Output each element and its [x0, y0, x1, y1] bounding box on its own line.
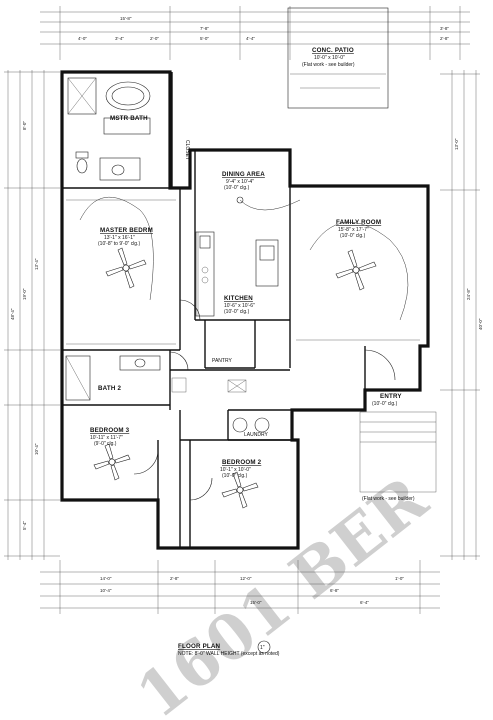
interior-walls — [62, 72, 366, 548]
ceiling-fan-icon — [221, 471, 259, 509]
entry-name: ENTRY — [380, 393, 402, 400]
dim-bottom-5: 15'-0" — [250, 600, 262, 605]
bedroom2-clg: (10'-0" clg.) — [222, 473, 248, 479]
dim-bottom-4: 10'-4" — [100, 588, 112, 593]
master-bedroom: MASTER BEDRM 13'-1" x 16'-1" (10'-8" to … — [66, 196, 176, 345]
exterior-walls — [60, 70, 430, 550]
dim-bottom-7: 1'-0" — [395, 576, 404, 581]
dim-bottom-3: 12'-0" — [240, 576, 252, 581]
master-bedroom-size: 13'-1" x 16'-1" — [104, 235, 135, 241]
dining-area: DINING AREA 9'-4" x 10'-4" (10'-0" clg.) — [222, 171, 301, 211]
dim-left-2: 13'-4" — [34, 258, 39, 270]
family-room: FAMILY ROOM 15'-8" x 17'-7" (10'-0" clg.… — [296, 219, 420, 341]
bedroom3-name: BEDROOM 3 — [90, 427, 130, 434]
bedroom2: BEDROOM 2 10'-1" x 10'-0" (10'-0" clg.) — [189, 459, 262, 509]
closet-name: CLOSET — [184, 140, 190, 160]
title-block: FLOOR PLAN NOTE: 8'-0" WALL HEIGHT (exce… — [178, 640, 280, 657]
dim-right-2: 13'-0" — [454, 138, 459, 150]
conc-patio: CONC. PATIO 10'-0" x 10'-0" (Flat work -… — [287, 7, 389, 109]
family-room-size: 15'-8" x 17'-7" — [338, 227, 369, 233]
family-room-name: FAMILY ROOM — [336, 219, 381, 226]
kitchen: KITCHEN 10'-6" x 10'-6" (10'-0" clg.) PA… — [195, 231, 279, 364]
dim-top-1: 15'-8" — [120, 16, 132, 21]
ceiling-fan-icon — [335, 249, 377, 291]
patio-size: 10'-0" x 10'-0" — [314, 55, 345, 61]
dim-right-1: 24'-8" — [466, 288, 471, 300]
dim-top-9: 2'-8" — [440, 36, 449, 41]
dim-top-4: 3'-4" — [115, 36, 124, 41]
floor-plan-title: FLOOR PLAN — [178, 643, 221, 650]
dim-bottom-1: 14'-0" — [100, 576, 112, 581]
ceiling-fan-icon — [93, 443, 131, 481]
bath2: BATH 2 — [65, 355, 161, 401]
dining-area-clg: (10'-0" clg.) — [224, 185, 250, 191]
hallway-details — [169, 299, 247, 393]
bath2-name: BATH 2 — [98, 385, 121, 392]
dim-bottom-6: 6'-8" — [330, 588, 339, 593]
patio-name: CONC. PATIO — [312, 47, 354, 54]
dim-left-5: 10'-4" — [34, 443, 39, 455]
kitchen-size: 10'-6" x 10'-6" — [224, 303, 255, 309]
bottom-dimension-lines: 14'-0" 2'-8" 12'-0" 10'-4" 15'-0" 6'-8" … — [40, 560, 440, 614]
laundry-name: LAUNDRY — [244, 432, 268, 438]
dining-area-name: DINING AREA — [222, 171, 265, 178]
bedroom3: BEDROOM 3 10'-11" x 11'-7" (9'-0" clg.) — [90, 427, 159, 481]
master-bath-name: MSTR BATH — [110, 115, 148, 122]
dim-top-8: 3'-8" — [440, 26, 449, 31]
family-room-clg: (10'-0" clg.) — [340, 233, 366, 239]
master-bedroom-name: MASTER BEDRM — [100, 227, 153, 234]
dim-bottom-2: 2'-8" — [170, 576, 179, 581]
dim-top-3: 7'-8" — [200, 26, 209, 31]
dim-top-5: 2'-0" — [150, 36, 159, 41]
dim-top-2: 4'-0" — [78, 36, 87, 41]
laundry: LAUNDRY — [232, 417, 270, 438]
dim-left-3: 19'-0" — [22, 288, 27, 300]
scale-mark: 1" — [260, 645, 265, 651]
dim-top-7: 4'-4" — [246, 36, 255, 41]
bedroom2-name: BEDROOM 2 — [222, 459, 262, 466]
dim-right-3: 40'-0" — [478, 318, 483, 330]
bedroom3-size: 10'-11" x 11'-7" — [90, 435, 123, 441]
top-dimension-lines: 15'-8" 4'-0" 7'-8" 3'-4" 2'-0" 5'-0" 4'-… — [40, 6, 470, 60]
bedroom3-clg: (9'-0" clg.) — [94, 441, 117, 447]
dining-area-size: 9'-4" x 10'-4" — [226, 179, 254, 185]
master-bedroom-clg: (10'-8" to 9'-0" clg.) — [98, 241, 140, 247]
front-flatwork-note: (Flat work - see builder) — [362, 496, 415, 502]
master-bath-fixtures: MSTR BATH CLOSET — [67, 77, 190, 181]
pantry-name: PANTRY — [212, 358, 232, 364]
dim-left-1: 8'-0" — [22, 121, 27, 130]
right-dimension-lines: 24'-8" 13'-0" 40'-0" — [440, 70, 483, 560]
bedroom2-size: 10'-1" x 10'-0" — [220, 467, 251, 473]
dim-bottom-8: 6'-4" — [360, 600, 369, 605]
entry: ENTRY (10'-0" clg.) (Flat work - see bui… — [359, 349, 437, 502]
ceiling-fan-icon — [105, 247, 147, 289]
kitchen-clg: (10'-0" clg.) — [224, 309, 250, 315]
floor-plan-note: NOTE: 8'-0" WALL HEIGHT (except as noted… — [178, 651, 280, 657]
dim-top-6: 5'-0" — [200, 36, 209, 41]
dim-left-6: 5'-4" — [22, 521, 27, 530]
patio-note: (Flat work - see builder) — [302, 62, 355, 68]
dim-left-4: 48'-4" — [10, 308, 15, 320]
left-dimension-lines: 8'-0" 13'-4" 19'-0" 48'-4" 10'-4" 5'-4" — [4, 70, 60, 560]
entry-clg: (10'-0" clg.) — [372, 401, 398, 407]
kitchen-name: KITCHEN — [224, 295, 253, 302]
